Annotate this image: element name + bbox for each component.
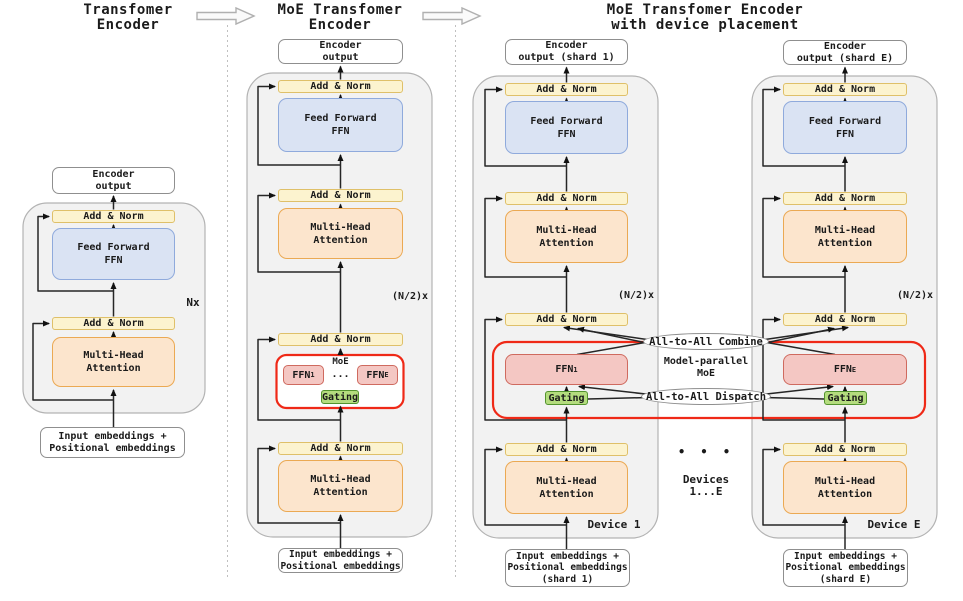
n-half-repeat-label: (N/2)x <box>391 291 429 302</box>
multi-head-attention-box: Multi-Head Attention <box>505 461 628 514</box>
multi-head-attention-box: Multi-Head Attention <box>52 337 175 387</box>
input-embeddings-shard1-box: Input embeddings + Positional embeddings… <box>505 549 630 587</box>
add-norm-box: Add & Norm <box>278 189 403 202</box>
feed-forward-box: Feed Forward FFN <box>52 228 175 280</box>
all-to-all-combine-ellipse: All-to-All Combine <box>643 333 769 350</box>
add-norm-box: Add & Norm <box>52 317 175 330</box>
moe-label: MoE <box>332 357 349 367</box>
n-half-repeat-label: (N/2)x <box>617 290 655 301</box>
input-embeddings-sharde-box: Input embeddings + Positional embeddings… <box>783 549 908 587</box>
devices-ellipsis-dots: • • • <box>677 445 735 459</box>
encoder-output-box: Encoder output <box>278 39 403 64</box>
column-2-title: MoE Transfomer Encoder <box>277 2 403 33</box>
multi-head-attention-box: Multi-Head Attention <box>783 210 907 263</box>
column-3-title: MoE Transfomer Encoder with device place… <box>606 2 804 33</box>
add-norm-box: Add & Norm <box>52 210 175 223</box>
arrows <box>32 65 849 549</box>
feed-forward-box: Feed Forward FFN <box>278 98 403 152</box>
flow-arrow-icon <box>422 6 482 26</box>
encoder-output-box: Encoder output <box>52 167 175 194</box>
add-norm-box: Add & Norm <box>278 442 403 455</box>
devices-range-label: Devices 1...E <box>682 473 730 498</box>
input-embeddings-box: Input embeddings + Positional embeddings <box>40 427 185 458</box>
ffn-expert-label: FFN <box>833 364 852 375</box>
input-embeddings-box: Input embeddings + Positional embeddings <box>278 548 403 573</box>
device-e-label: Device E <box>867 518 921 531</box>
add-norm-box: Add & Norm <box>783 83 907 96</box>
nx-repeat-label: Nx <box>186 296 200 309</box>
gating-box: Gating <box>824 391 867 405</box>
multi-head-attention-box: Multi-Head Attention <box>278 208 403 259</box>
encoder-output-sharde-box: Encoder output (shard E) <box>783 40 907 65</box>
gating-box: Gating <box>545 391 588 405</box>
add-norm-box: Add & Norm <box>278 333 403 346</box>
add-norm-box: Add & Norm <box>783 313 907 326</box>
add-norm-box: Add & Norm <box>278 80 403 93</box>
multi-head-attention-box: Multi-Head Attention <box>505 210 628 263</box>
feed-forward-box: Feed Forward FFN <box>505 101 628 154</box>
multi-head-attention-box: Multi-Head Attention <box>278 460 403 512</box>
device-1-label: Device 1 <box>587 518 641 531</box>
n-half-repeat-label: (N/2)x <box>896 290 934 301</box>
add-norm-box: Add & Norm <box>783 192 907 205</box>
flow-arrow-icon <box>196 6 256 26</box>
gating-box: Gating <box>321 390 359 404</box>
ffn-expert-subscript: 1 <box>573 365 578 374</box>
add-norm-box: Add & Norm <box>505 313 628 326</box>
add-norm-box: Add & Norm <box>505 443 628 456</box>
ffn-expert-subscript: E <box>384 371 389 379</box>
ffn-expert-subscript: E <box>851 365 857 374</box>
ffn-expert-label: FFN <box>555 364 574 375</box>
ffn-expert-label: FFN <box>292 369 311 381</box>
encoder-output-shard1-box: Encoder output (shard 1) <box>505 39 628 65</box>
model-parallel-moe-label: Model-parallel MoE <box>663 356 749 379</box>
device-1-container <box>472 75 659 539</box>
column-1-title: Transfomer Encoder <box>83 2 173 33</box>
experts-ellipsis-label: ... <box>331 369 350 380</box>
ffn-expert-label: FFN <box>366 369 385 381</box>
add-norm-box: Add & Norm <box>505 83 628 96</box>
multi-head-attention-box: Multi-Head Attention <box>783 461 907 514</box>
all-to-all-dispatch-ellipse: All-to-All Dispatch <box>641 388 771 405</box>
add-norm-box: Add & Norm <box>505 192 628 205</box>
add-norm-box: Add & Norm <box>783 443 907 456</box>
ffn-expert-subscript: 1 <box>310 371 315 379</box>
feed-forward-box: Feed Forward FFN <box>783 101 907 154</box>
